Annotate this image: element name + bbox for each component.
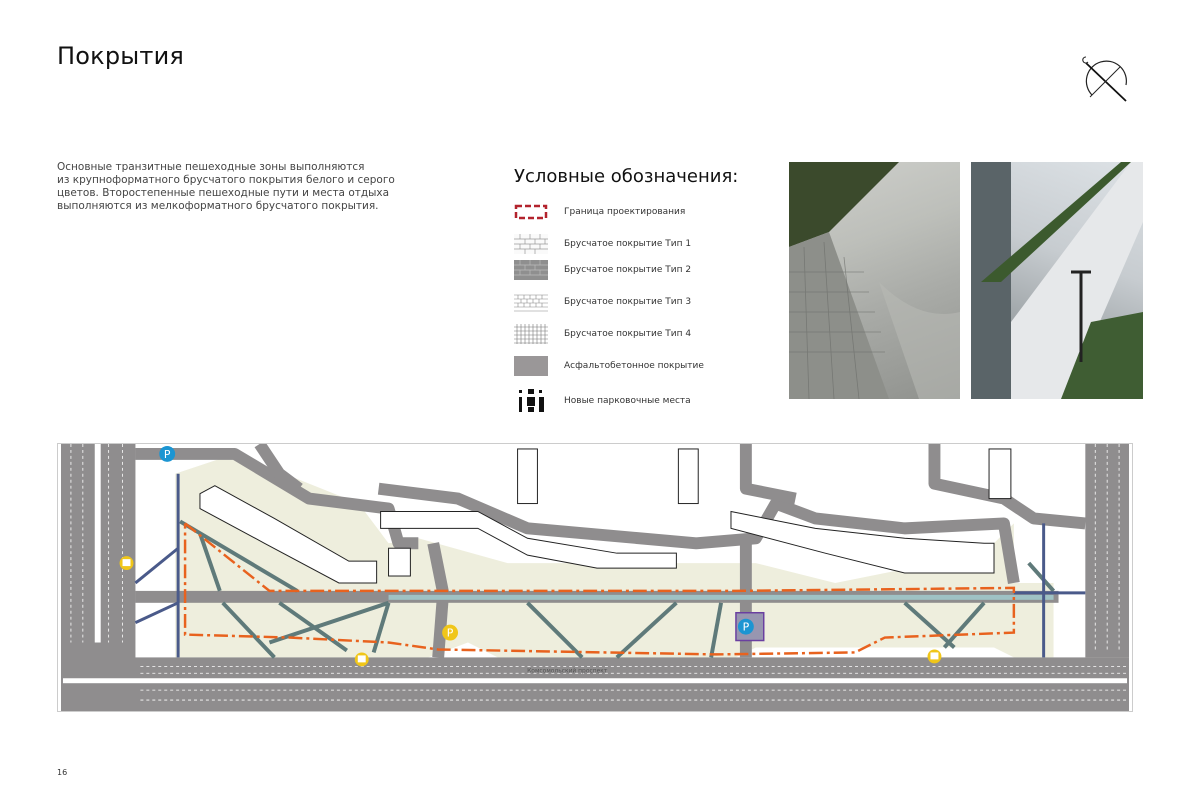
intro-text: Основные транзитные пешеходные зоны выпо… — [57, 161, 417, 213]
paving-photo-1-image — [789, 162, 960, 400]
legend-label: Новые парковочные места — [564, 396, 691, 406]
legend-item-type1: Брусчатое покрытие Тип 1 — [514, 234, 691, 254]
bus-stop-icon — [927, 649, 942, 664]
legend-title: Условные обозначения: — [514, 166, 739, 187]
legend: Условные обозначения: Граница проектиров… — [514, 166, 774, 412]
page-title: Покрытия — [57, 42, 185, 70]
parking-marker-blue-top: P — [159, 445, 176, 462]
legend-item-type2: Брусчатое покрытие Тип 2 — [514, 260, 691, 280]
median — [62, 678, 1128, 684]
legend-item-asphalt: Асфальтобетонное покрытие — [514, 356, 704, 376]
parking-marker-blue: P — [737, 618, 754, 635]
legend-item-type3: Брусчатое покрытие Тип 3 — [514, 292, 691, 312]
intro-line: выполняются из мелкоформатного брусчатог… — [57, 200, 379, 212]
parking-marker-yellow: P — [442, 624, 459, 641]
street-label: Комсомольский проспект — [527, 667, 608, 674]
legend-item-type4: Брусчатое покрытие Тип 4 — [514, 324, 691, 344]
legend-label: Брусчатое покрытие Тип 4 — [564, 329, 692, 339]
intro-line: цветов. Второстепенные пешеходные пути и… — [57, 187, 390, 199]
median-left — [94, 444, 101, 643]
paving-photo-2-image — [971, 162, 1143, 399]
paving-type1-icon — [514, 234, 548, 254]
legend-label: Асфальтобетонное покрытие — [564, 361, 704, 371]
blue-paths — [134, 473, 1086, 658]
asphalt-icon — [514, 356, 548, 376]
bus-stop-icon — [119, 556, 134, 571]
site-plan-map: P P P Комсомольский проспект — [57, 440, 1133, 712]
legend-label: Брусчатое покрытие Тип 3 — [564, 297, 692, 307]
legend-label: Граница проектирования — [564, 207, 686, 217]
paving-type4-icon — [514, 324, 548, 344]
parking-spaces-icon — [519, 389, 544, 412]
legend-item-boundary: Граница проектирования — [514, 202, 685, 222]
legend-label: Брусчатое покрытие Тип 2 — [564, 265, 692, 275]
page-number: 16 — [57, 768, 68, 777]
north-arrow-icon — [1082, 56, 1127, 102]
intro-line: Основные транзитные пешеходные зоны выпо… — [57, 161, 365, 173]
bus-stop-icon — [354, 652, 369, 667]
paving-type3-icon — [514, 292, 548, 312]
svg-text:P: P — [743, 621, 750, 634]
dashed-boundary-icon — [514, 204, 548, 220]
paving-photo-2 — [971, 162, 1143, 399]
green-zone — [135, 453, 1054, 658]
legend-item-parking: Новые парковочные места — [514, 388, 691, 414]
pedestrian-paths — [179, 519, 1056, 659]
buildings — [199, 448, 1012, 584]
svg-text:P: P — [447, 627, 454, 640]
paving-photo-1 — [789, 162, 960, 400]
design-boundary — [183, 522, 1016, 656]
paving-type2-icon — [514, 260, 548, 280]
site-plan-drawing: P P P Комсомольский проспект — [61, 440, 1129, 711]
legend-label: Брусчатое покрытие Тип 1 — [564, 239, 692, 249]
svg-text:P: P — [164, 448, 171, 461]
intro-line: из крупноформатного брусчатого покрытия … — [57, 174, 395, 186]
pedestrian-spine — [388, 594, 1054, 600]
